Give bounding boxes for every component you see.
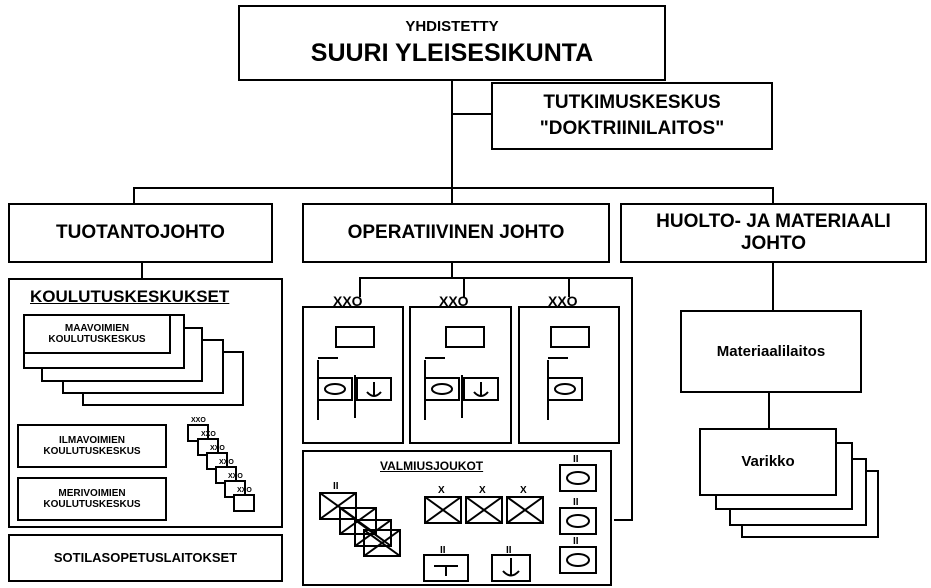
command2-symbol: XXO <box>439 293 469 309</box>
connector-production-down <box>141 262 143 280</box>
readiness-sym-5: II <box>440 545 446 556</box>
cascade-unit-6 <box>233 494 255 512</box>
connector-logistics-down <box>772 262 774 310</box>
army-training-center-box: MAAVOIMIEN KOULUTUSKESKUS <box>23 314 171 354</box>
navy-line2: KOULUTUSKESKUS <box>43 499 141 510</box>
depot-label: Varikko <box>741 453 795 471</box>
operative-command-box: OPERATIIVINEN JOHTO <box>302 203 610 263</box>
readiness-sym-6: II <box>506 545 512 556</box>
cascade-symbol-6: XXO <box>237 487 252 494</box>
research-line1: TUTKIMUSKESKUS <box>543 92 721 114</box>
readiness-naval-unit <box>491 554 531 582</box>
command1-hq-box <box>335 326 375 348</box>
command1-anchor-icon <box>366 382 382 397</box>
materiel-label: Materiaalilaitos <box>716 342 826 360</box>
command1-naval-unit <box>356 377 392 401</box>
connector-to-research <box>451 113 491 115</box>
air-line2: KOULUTUSKESKUS <box>43 446 141 457</box>
readiness-sym-8: II <box>573 497 579 508</box>
connector-operative <box>451 187 453 205</box>
connector-cmd1 <box>359 277 361 297</box>
command3-armor-symbol <box>554 383 576 395</box>
connector-production <box>133 187 135 205</box>
readiness-sym-9: II <box>573 536 579 547</box>
top-line1: YHDISTETTY <box>405 18 499 35</box>
connector-cmd3 <box>568 277 570 297</box>
research-line2: "DOKTRIINILAITOS" <box>539 118 725 139</box>
command1-branch-lines <box>317 357 356 420</box>
navy-line1: MERIVOIMIEN <box>58 487 126 499</box>
materiel-institute-box: Materiaalilaitos <box>680 310 862 393</box>
command3-armor-unit <box>547 377 583 401</box>
training-centers-title: KOULUTUSKESKUKSET <box>30 287 230 306</box>
cascade-symbol-3: XXO <box>210 445 225 452</box>
command2-anchor-icon <box>473 382 489 397</box>
command2-naval-unit <box>463 377 499 401</box>
command1-armor-unit <box>317 377 353 401</box>
anchor-icon <box>502 558 520 577</box>
air-training-center-box: ILMAVOIMIEN KOULUTUSKESKUS <box>17 424 167 468</box>
connector-materiel-down <box>768 392 770 428</box>
navy-training-center-box: MERIVOIMIEN KOULUTUSKESKUS <box>17 477 167 521</box>
cascade-symbol-5: XXO <box>228 473 243 480</box>
command1-symbol: XXO <box>333 293 363 309</box>
top-line2: SUURI YLEISESIKUNTA <box>310 39 594 68</box>
readiness-armor-3 <box>559 546 597 574</box>
connector-logistics <box>772 187 774 205</box>
command2-armor-symbol <box>431 383 453 395</box>
command2-armor-unit <box>424 377 460 401</box>
readiness-sym-3: X <box>479 485 486 496</box>
operative-title: OPERATIIVINEN JOHTO <box>347 222 565 244</box>
readiness-title: VALMIUSJOUKOT <box>380 459 484 473</box>
connector-readiness-right <box>631 277 633 521</box>
logistics-command-box: HUOLTO- JA MATERIAALI JOHTO <box>620 203 927 263</box>
command2-hq-box <box>445 326 485 348</box>
readiness-armor-1 <box>559 464 597 492</box>
air-line1: ILMAVOIMIEN <box>59 434 125 446</box>
readiness-sym-1: II <box>333 481 339 492</box>
command3-hq-box <box>550 326 590 348</box>
connector-operative-down <box>451 262 453 278</box>
command3-branch-lines <box>547 357 568 420</box>
readiness-sym-4: X <box>520 485 527 496</box>
schools-label: SOTILASOPETUSLAITOKSET <box>53 549 238 565</box>
military-schools-box: SOTILASOPETUSLAITOKSET <box>8 534 283 582</box>
army-line2: KOULUTUSKESKUS <box>48 334 146 345</box>
army-line1: MAAVOIMIEN <box>64 322 130 334</box>
depot-box: Varikko <box>699 428 837 496</box>
readiness-armor-2 <box>559 507 597 535</box>
command3-symbol: XXO <box>548 293 578 309</box>
connector-commands-bar <box>359 277 631 279</box>
readiness-air-unit <box>423 554 469 582</box>
propeller-icon <box>434 565 458 576</box>
connector-branch-bar <box>133 187 774 189</box>
connector-readiness-in <box>614 519 633 521</box>
command1-armor-symbol <box>324 383 346 395</box>
cascade-symbol-1: XXO <box>191 417 206 424</box>
cascade-symbol-2: XXO <box>201 431 216 438</box>
readiness-mech-brigades <box>319 492 401 557</box>
research-center-box: TUTKIMUSKESKUS "DOKTRIINILAITOS" <box>491 82 773 150</box>
command2-branch-lines <box>424 357 463 420</box>
production-title: TUOTANTOJOHTO <box>56 222 225 244</box>
production-command-box: TUOTANTOJOHTO <box>8 203 273 263</box>
cascade-symbol-4: XXO <box>219 459 234 466</box>
readiness-sym-7: II <box>573 454 579 465</box>
logistics-line1: HUOLTO- JA MATERIAALI <box>656 211 891 233</box>
joint-general-staff-box: YHDISTETTY SUURI YLEISESIKUNTA <box>238 5 666 81</box>
readiness-brigade-row <box>424 496 544 524</box>
connector-cmd2 <box>463 277 465 297</box>
logistics-line2: JOHTO <box>740 233 807 254</box>
connector-top-down <box>451 78 453 188</box>
readiness-sym-2: X <box>438 485 445 496</box>
